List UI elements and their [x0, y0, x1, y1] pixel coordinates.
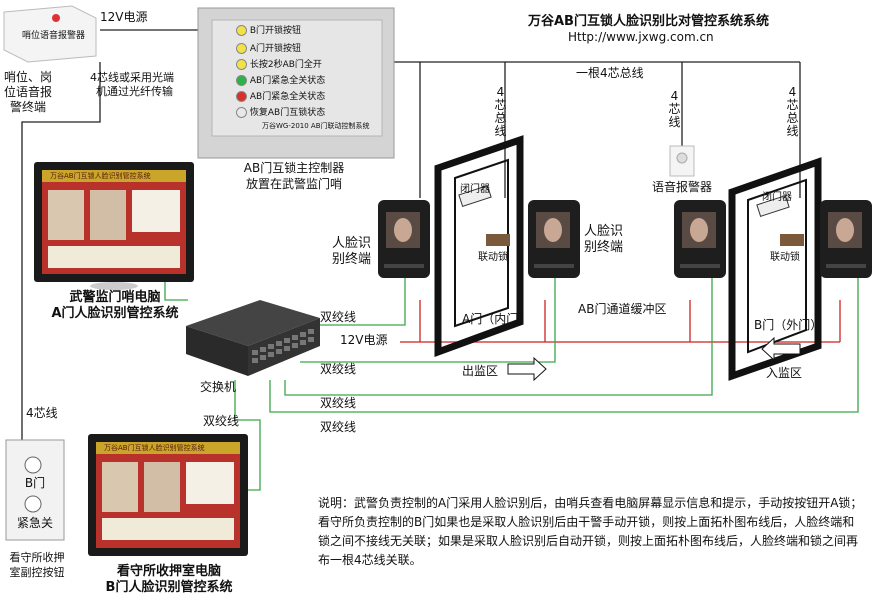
- tp-pc-bottom: [234, 380, 261, 491]
- face-terminal-1: [378, 200, 430, 278]
- controller-caption-2: 放置在武警监门哨: [245, 177, 342, 191]
- led-all-open-text: 长按2秒AB门全开: [249, 60, 322, 70]
- exit-arrow-icon: [507, 356, 547, 382]
- alarm-box-label: 哨位语音报警器: [22, 31, 86, 41]
- exit-zone-label: 出监区: [462, 364, 499, 378]
- company-url: Http://www.jxwg.com.cn: [568, 30, 714, 44]
- door-a-caption: A门（内门）: [462, 312, 531, 326]
- face-photo-2: [90, 190, 126, 240]
- face-photo-4: [144, 462, 180, 512]
- face-photo-1: [48, 190, 84, 240]
- switch-caption: 交换机: [200, 380, 237, 394]
- voice-vertical: 4芯线: [668, 89, 681, 129]
- alarm-box: [3, 5, 97, 63]
- face-terminal-3: [674, 200, 726, 278]
- tp-label-1: 双绞线: [320, 310, 357, 324]
- emergency-button-icon: [24, 495, 42, 513]
- alarm-led-icon: [52, 14, 60, 22]
- button-emergency-label: 紧急关: [16, 516, 53, 530]
- door-a: [434, 135, 524, 358]
- tp-label-2: 双绞线: [320, 362, 357, 376]
- enter-arrow-icon: [761, 336, 801, 362]
- led-green-icon: [236, 75, 247, 86]
- led-green-text: AB门紧急全关状态: [249, 76, 326, 86]
- main-controller: [197, 7, 395, 159]
- button-b-door-label: B门: [24, 476, 46, 490]
- terminal-left-label-1: 人脸识: [332, 236, 372, 251]
- pc-top-screen-title: 万谷AB门互锁人脸识别管控系统: [50, 172, 151, 180]
- door-b-closer-label: 闭门器: [762, 192, 792, 203]
- alarm-caption-1: 哨位、岗: [4, 70, 53, 84]
- green-twisted-pairs: [164, 270, 859, 491]
- fiber-note-1: 4芯线或采用光端: [90, 71, 174, 84]
- alarm-line: [21, 62, 101, 440]
- tp-label-4: 双绞线: [320, 420, 357, 434]
- pc-bottom-caption-1: 看守所收押室电脑: [116, 564, 221, 579]
- led-b-open-icon: [236, 25, 247, 36]
- pc-top-caption-1: 武警监门哨电脑: [69, 290, 161, 305]
- door-closer-b-icon: [756, 195, 790, 217]
- voice-alarm-caption: 语音报警器: [652, 180, 713, 194]
- bus-vertical-b: 4芯总线: [786, 85, 799, 138]
- black-cables: [21, 29, 801, 440]
- led-white-text: 恢复AB门互锁状态: [249, 108, 326, 118]
- pc-top: [34, 162, 194, 290]
- pc-bottom-screen-title: 万谷AB门互锁人脸识别管控系统: [104, 444, 205, 452]
- door-b-lock-label: 联动锁: [770, 252, 800, 263]
- door-closer-a-icon: [458, 185, 492, 207]
- led-b-open-text: B门开锁按钮: [249, 26, 302, 36]
- tp-label-5: 双绞线: [203, 414, 240, 428]
- button-box-caption-2: 室副控按钮: [9, 566, 65, 579]
- led-white-icon: [236, 107, 247, 118]
- alarm-caption-3: 警终端: [10, 100, 47, 114]
- led-all-open-icon: [236, 59, 247, 70]
- linked-lock-a-icon: [486, 234, 510, 246]
- led-a-open-icon: [236, 43, 247, 54]
- terminal-right-label-1: 人脸识: [584, 224, 624, 239]
- bus-label: 一根4芯总线: [576, 66, 644, 80]
- door-a-closer-label: 闭门器: [460, 184, 490, 195]
- tp-3: [284, 275, 713, 396]
- network-switch-icon: [186, 300, 320, 376]
- power-label-top: 12V电源: [100, 10, 148, 24]
- led-red-icon: [236, 91, 247, 102]
- pc-bottom-caption-2: B门人脸识别管控系统: [105, 580, 233, 595]
- pc-top-caption-2: A门人脸识别管控系统: [51, 306, 179, 321]
- face-terminal-2: [528, 200, 580, 278]
- terminal-right-label-2: 别终端: [584, 240, 624, 255]
- controller-caption-1: AB门互锁主控制器: [243, 161, 345, 175]
- bus-vertical-a: 4芯总线: [494, 85, 507, 138]
- voice-alarm-icon: [669, 145, 695, 177]
- tp-4: [269, 275, 859, 413]
- power-label-mid: 12V电源: [340, 333, 388, 347]
- explanation-note: 说明：武警负责控制的A门采用人脸识别后，由哨兵查看电脑屏幕显示信息和提示，手动按…: [318, 496, 863, 567]
- buffer-zone-label: AB门通道缓冲区: [578, 302, 667, 316]
- led-a-open-text: A门开锁按钮: [249, 44, 302, 54]
- tp-1: [310, 275, 406, 326]
- tp-2: [300, 275, 556, 363]
- face-terminal-4: [820, 200, 872, 278]
- four-core-left-label: 4芯线: [26, 406, 58, 420]
- button-box-caption-1: 看守所收押: [9, 551, 65, 564]
- button-box: [5, 439, 65, 541]
- enter-zone-label: 入监区: [766, 366, 803, 380]
- fiber-note-2: 机通过光纤传输: [96, 85, 173, 98]
- led-red-text: AB门紧急全关状态: [249, 92, 326, 102]
- linked-lock-b-icon: [780, 234, 804, 246]
- controller-model: 万谷WG-2010 AB门联动控制系统: [262, 122, 370, 130]
- diagram-title: 万谷AB门互锁人脸识别比对管控系统系统: [528, 14, 769, 29]
- terminal-left-label-2: 别终端: [332, 252, 372, 267]
- alarm-caption-2: 位语音报: [4, 85, 53, 99]
- b-door-button-icon: [24, 456, 42, 474]
- face-photo-3: [102, 462, 138, 512]
- door-b-caption: B门（外门）: [754, 318, 823, 332]
- door-b: [728, 157, 822, 381]
- tp-label-3: 双绞线: [320, 396, 357, 410]
- pc-bottom: [88, 434, 248, 556]
- door-a-lock-label: 联动锁: [478, 252, 508, 263]
